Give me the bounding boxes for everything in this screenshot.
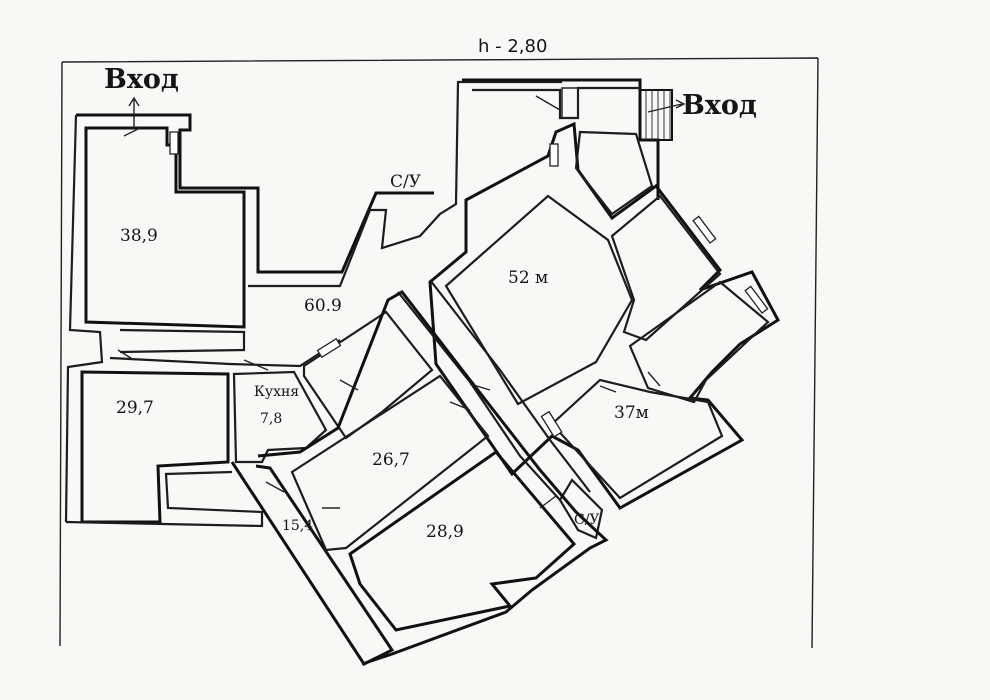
bathroom-top-label: С/У — [390, 172, 422, 192]
entrance-left-label: Вход — [104, 64, 179, 95]
entrance-right-label: Вход — [682, 90, 757, 121]
room-small-center — [302, 310, 434, 440]
door-frame-top — [561, 87, 579, 119]
room-29-area: 29,7 — [116, 398, 154, 418]
door-marks — [117, 95, 661, 509]
left-outer-wall — [64, 114, 104, 523]
stairs — [639, 89, 673, 141]
diagonal-corridor-right — [429, 279, 591, 493]
sheet-border — [59, 57, 819, 649]
room-small-top-right — [574, 130, 654, 216]
room-28-area: 28,9 — [426, 522, 464, 542]
wall-room-38 — [76, 113, 434, 274]
room-29-walls — [80, 370, 230, 524]
room-26-walls — [290, 374, 490, 552]
room-52-area: 52 м — [508, 268, 549, 288]
bathroom-bottom-label: С/У — [574, 512, 600, 528]
diagonal-corridor-left — [397, 291, 561, 501]
corridor-left-wall — [119, 328, 246, 354]
room-37-area: 37м — [614, 403, 649, 423]
room-right-lower — [628, 280, 770, 404]
room-38-area: 38,9 — [120, 226, 158, 246]
room-37-walls — [550, 378, 724, 500]
room-15-area: 15,4 — [282, 518, 314, 534]
entrance-right-arrow — [647, 99, 686, 113]
room-15-walls — [230, 461, 395, 666]
room-28-walls — [348, 449, 577, 632]
lower-outer-shell — [257, 290, 609, 666]
room-52-walls — [444, 194, 634, 406]
ceiling-height-label: h - 2,80 — [478, 36, 548, 57]
room-29-lower-walls — [65, 470, 264, 528]
kitchen-walls — [232, 370, 328, 464]
room-38-inner — [84, 126, 246, 329]
room-26-area: 26,7 — [372, 450, 410, 470]
right-wing-outline — [428, 121, 780, 510]
entrance-right-wall — [472, 86, 640, 120]
kitchen-label: Кухня — [254, 384, 300, 400]
corridor-60-area: 60.9 — [304, 296, 342, 316]
radiator-marks — [169, 131, 769, 438]
corridor-upper-wall — [248, 80, 562, 288]
entrance-left-arrow — [128, 96, 140, 128]
corridor-lower-wall — [109, 339, 341, 368]
room-right-middle — [610, 194, 722, 342]
kitchen-area: 7,8 — [260, 411, 283, 427]
